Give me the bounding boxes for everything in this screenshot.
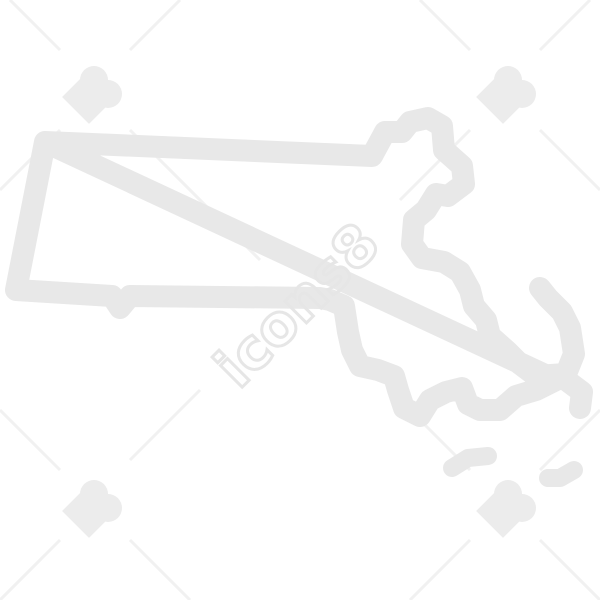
island-right [539,461,583,487]
island-left [443,447,497,477]
watermark-logo-bottom-left [62,480,122,538]
massachusetts-outline-icon [5,107,593,487]
watermark-logo-top-left [62,66,122,124]
watermark-logo-bottom-right [476,480,536,538]
watermark-logo-top-right [476,66,536,124]
state-outline [5,107,593,427]
